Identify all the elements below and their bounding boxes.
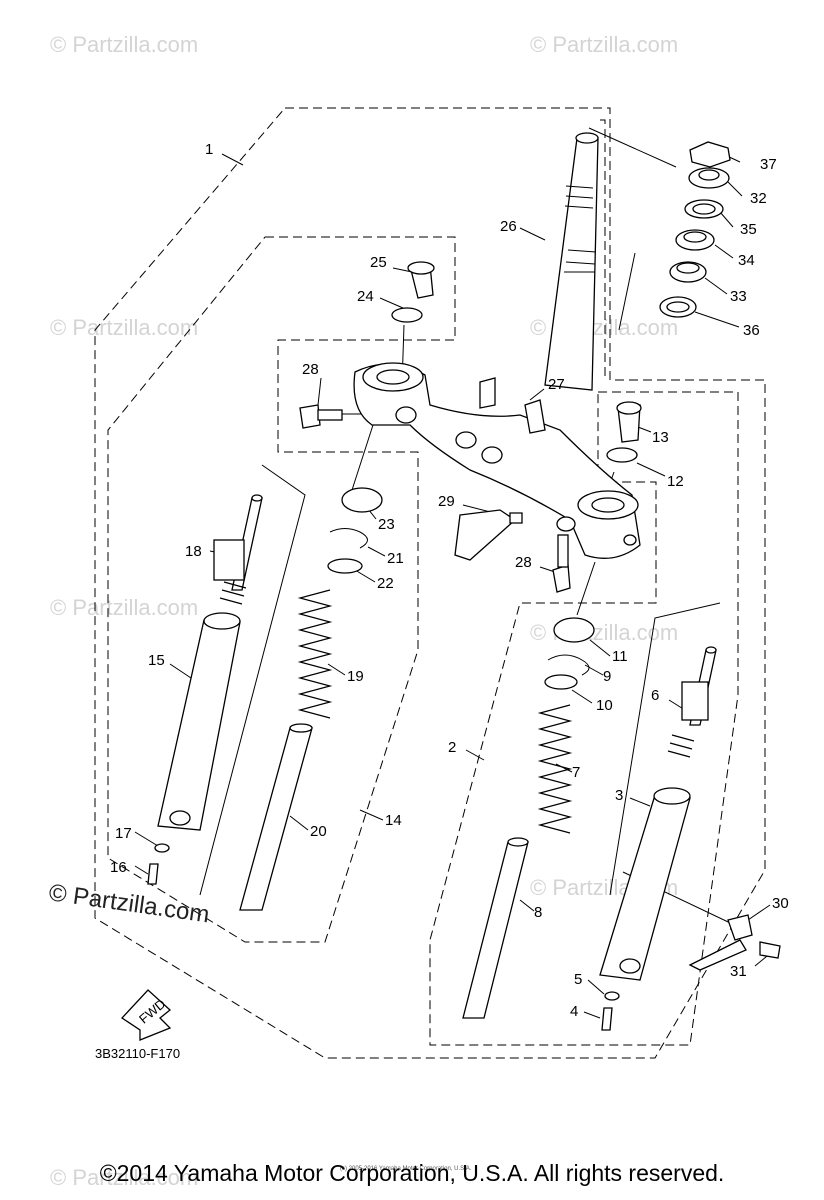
callout-5: 5: [574, 971, 582, 988]
callout-29: 29: [438, 493, 455, 510]
callout-25: 25: [370, 254, 387, 271]
callout-10: 10: [596, 697, 613, 714]
callout-32: 32: [750, 190, 767, 207]
assembly-2-boundary: [429, 391, 739, 1046]
bearing-stack: [659, 141, 731, 318]
callout-18: 18: [185, 543, 202, 560]
callout-13: 13: [652, 429, 669, 446]
callout-2: 2: [448, 739, 456, 756]
callout-17: 17: [115, 825, 132, 842]
steering-stem: [544, 132, 599, 391]
callout-9: 9: [603, 668, 611, 685]
watermark: © Partzilla.com: [50, 595, 198, 620]
watermark: © Partzilla.com: [50, 315, 198, 340]
bearing-kit-boundary: [600, 119, 606, 380]
watermark: © Partzilla.com: [50, 1165, 198, 1190]
fine-print: (c) 2005-2016 Yamaha Motor Corporation, …: [340, 1166, 472, 1172]
cable-guides: [454, 509, 781, 971]
callout-34: 34: [738, 252, 755, 269]
callout-23: 23: [378, 516, 395, 533]
callout-8: 8: [534, 904, 542, 921]
callout-15: 15: [148, 652, 165, 669]
left-fork-parts: [147, 464, 383, 911]
callout-22: 22: [377, 575, 394, 592]
callout-28-upper: 28: [302, 361, 319, 378]
callout-16: 16: [110, 859, 127, 876]
assembly-14-boundary: [107, 236, 456, 943]
forward-arrow-icon: FWD: [121, 989, 172, 1041]
callout-28-lower: 28: [515, 554, 532, 571]
callout-4: 4: [570, 1003, 578, 1020]
callout-27: 27: [548, 376, 565, 393]
callout-20: 20: [310, 823, 327, 840]
watermark-dark: © Partzilla.com: [47, 879, 211, 928]
callout-7: 7: [572, 764, 580, 781]
callout-26: 26: [500, 218, 517, 235]
callout-3: 3: [615, 787, 623, 804]
callout-31: 31: [730, 963, 747, 980]
under-bracket: [353, 362, 641, 559]
copyright-notice: ©2014 Yamaha Motor Corporation, U.S.A. A…: [99, 1160, 725, 1186]
callout-19: 19: [347, 668, 364, 685]
callout-37: 37: [760, 156, 777, 173]
diagram-code: 3B32110-F170: [95, 1046, 180, 1061]
callout-labels: 1 2 3 4 5 6 7 8 9 10 11 12 13 14 15 16 1…: [110, 141, 789, 1020]
callout-36: 36: [743, 322, 760, 339]
watermark: © Partzilla.com: [530, 620, 678, 645]
callout-30: 30: [772, 895, 789, 912]
watermark: © Partzilla.com: [50, 32, 198, 57]
callout-12: 12: [667, 473, 684, 490]
callout-35: 35: [740, 221, 757, 238]
callout-33: 33: [730, 288, 747, 305]
top-hardware: [299, 261, 642, 593]
watermark: © Partzilla.com: [530, 32, 678, 57]
callout-1: 1: [205, 141, 213, 158]
callout-14: 14: [385, 812, 402, 829]
watermark-group: © Partzilla.com © Partzilla.com © Partzi…: [50, 32, 678, 1190]
callout-24: 24: [357, 288, 374, 305]
callout-21: 21: [387, 550, 404, 567]
callout-11: 11: [612, 648, 628, 665]
right-fork-parts: [462, 602, 721, 1031]
callout-6: 6: [651, 687, 659, 704]
